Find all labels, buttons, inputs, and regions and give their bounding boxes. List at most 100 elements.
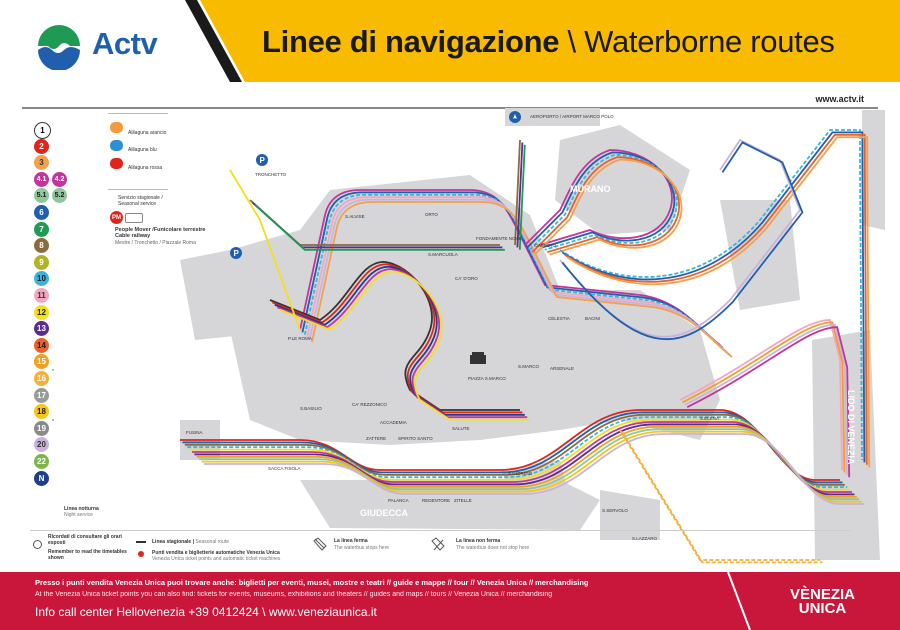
route-line-12 (279, 270, 530, 421)
route-line-10 (559, 129, 863, 461)
area-label-murano: MURANO (570, 184, 611, 194)
stop-label: TRONCHETTO (255, 172, 287, 177)
line-badge-7: 7 (34, 221, 49, 237)
footer-divider (727, 572, 751, 630)
land-islands-se (600, 490, 660, 540)
website-link[interactable]: www.actv.it (815, 94, 864, 104)
ticket-point-icon (138, 551, 144, 557)
stop-label: CELESTIA (548, 316, 570, 321)
stop-label: S.ELENA (700, 416, 719, 421)
line-badge-11: 11 (34, 288, 49, 303)
nostop-label-legend: La linea non ferma (456, 538, 501, 544)
stop-label: CA' REZZONICO (352, 402, 387, 407)
stop-label: SACCA FISOLA (268, 466, 301, 471)
stop-label: BACINI (585, 316, 600, 321)
stop-label: SPIRITO SANTO (398, 436, 433, 441)
brand-line-1: VÈNEZIA (790, 586, 856, 603)
stop-label: S.BASILIO (300, 406, 322, 411)
line-badge-12: 12 (34, 304, 49, 320)
route-line-3 (566, 136, 871, 468)
no-stop-symbol-icon (431, 537, 445, 551)
seasonal-note: Servizio stagionale / Seasonal service (118, 195, 163, 207)
area-label-giudecca: GIUDECCA (360, 508, 409, 518)
stop-label: ACCADEMIA (380, 420, 407, 425)
seasonal-line-label: Linea stagionale | Seasonal route (152, 539, 230, 545)
line-badge-19: 19 (34, 420, 49, 436)
people-mover-title: People Mover /Funicolare terrestre (115, 227, 206, 233)
svg-text:P: P (260, 156, 266, 165)
title-english: Waterborne routes (584, 24, 835, 59)
special-label: Alilaguna rossa (128, 165, 163, 171)
seasonal-line-icon (136, 541, 146, 543)
route-line-11 (679, 319, 843, 471)
alilaguna-orange-icon (110, 122, 123, 133)
stop-label: AEROPORTO / AIRPORT MARCO POLO (530, 114, 614, 119)
parking-icon: P (256, 154, 268, 166)
route-map: MURANO GIUDECCA LIDO DI VENEZIA AEROPORT… (180, 108, 885, 564)
parking-icon: P (230, 247, 242, 259)
land-tronchetto (180, 250, 245, 340)
line-badge-10: 10 (34, 271, 49, 287)
stop-labels: AEROPORTO / AIRPORT MARCO POLO PIAZZA S.… (186, 114, 719, 541)
stop-label: ZITELLE (454, 498, 472, 503)
line-badge-6: 6 (34, 205, 49, 220)
line-badge-20: 20 (34, 437, 49, 453)
line-badge-2: 2 (34, 138, 49, 154)
route-line-4-1 (686, 326, 851, 478)
special-label: Alilaguna blu (128, 147, 157, 153)
stop-label: S.LAZZARO (632, 536, 658, 541)
special-label: Alilaguna arancio (128, 130, 167, 136)
stop-label: S.GIORGIO (508, 471, 533, 476)
svg-text:P: P (234, 249, 240, 258)
stop-label: ZATTERE (366, 436, 386, 441)
line-badge-5-1: 5.1 (34, 188, 49, 204)
divider (108, 113, 168, 114)
people-mover-train-icon (125, 213, 143, 223)
ticket-points-label: Punti vendita e biglietterie automatiche… (152, 550, 280, 556)
route-line-20 (204, 433, 864, 505)
actv-logo-icon (38, 25, 80, 70)
people-mover-note: Mestre / Tronchetto / Piazzale Roma (115, 240, 196, 246)
line-badge-18: 18 (34, 404, 49, 420)
line-badge-8: 8 (34, 238, 49, 254)
line-note: * (52, 418, 54, 425)
title-italian: Linee di navigazione (262, 24, 560, 59)
line-badge-13: 13 (34, 321, 49, 337)
seasonal-line-text-en: Seasonal route (195, 539, 230, 545)
stop-label: REDENTORE (422, 498, 450, 503)
header-band (185, 0, 900, 82)
route-line-20 (684, 323, 848, 475)
land-sant-erasmo (720, 200, 800, 310)
route-line-16 (619, 429, 820, 561)
stop-label: P.LE ROMA (288, 336, 312, 341)
line-badge-4-2: 4.2 (52, 171, 67, 187)
timetable-note-en: Remember to read the timetables shown (48, 549, 127, 561)
route-line-3 (533, 158, 683, 256)
line-badge-1: 1 (34, 122, 51, 139)
line-badge-15: 15 (34, 354, 49, 370)
seasonal-line-text: Linea stagionale (152, 539, 192, 545)
nostop-label-legend-en: The waterbus does not stop here (456, 545, 530, 551)
stop-label: FONDAMENTE NOVE (476, 236, 522, 241)
line-badge-9: 9 (34, 254, 49, 270)
timetable-note: Ricordati di consultare gli orari espost… (48, 534, 122, 546)
line-badge-22: 22 (34, 454, 49, 469)
line-note: * (52, 369, 54, 375)
line-badge-4-1: 4.1 (34, 171, 49, 187)
route-line-15 (681, 321, 846, 473)
palace-icon (470, 352, 486, 364)
line-badge-16: 16 (34, 371, 49, 386)
brand-line-2: UNICA (798, 600, 847, 617)
route-line-7 (254, 144, 526, 251)
people-mover-badge: PM (110, 211, 123, 224)
title-separator: \ (559, 24, 585, 59)
line-badge-3: 3 (34, 155, 49, 171)
stop-label: CA' D'ORO (455, 276, 478, 281)
stop-label: ARSENALE (550, 366, 574, 371)
area-label-lido: LIDO DI VENEZIA (846, 390, 856, 465)
route-line-6 (561, 141, 804, 341)
land-venice (230, 175, 720, 445)
night-service-label-en: Night service (64, 512, 93, 518)
line-badge-14: 14 (34, 337, 49, 353)
stop-label: CIMITERO (534, 243, 556, 248)
